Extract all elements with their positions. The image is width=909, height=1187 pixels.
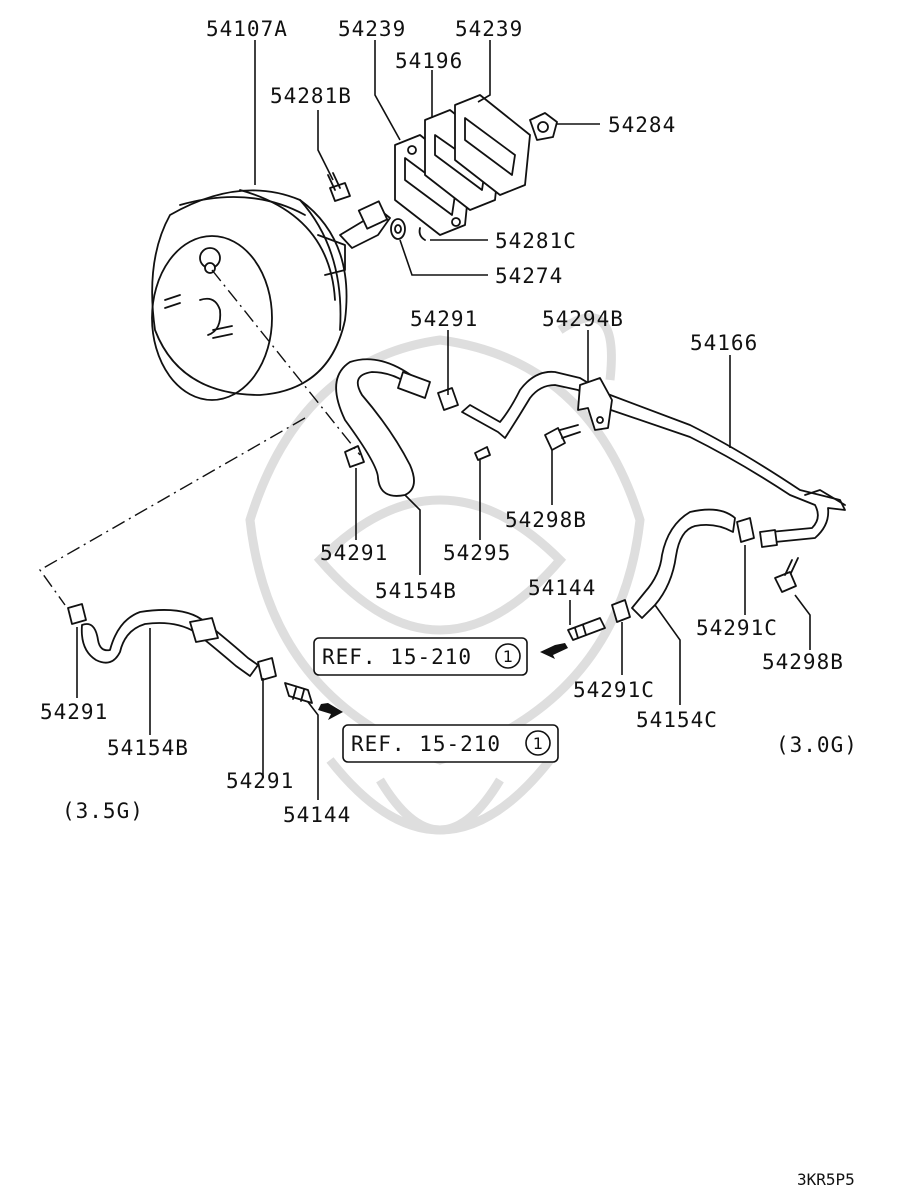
variant-label-right: (3.0G) xyxy=(776,733,858,757)
label-54291-a: 54291 xyxy=(410,307,478,331)
fitting-54144-right xyxy=(567,617,606,641)
label-54298b-a: 54298B xyxy=(505,508,587,532)
leader-lines xyxy=(76,40,811,800)
label-54196: 54196 xyxy=(395,49,463,73)
vacuum-hose-54154b-lower xyxy=(67,603,277,681)
bolt-54281b xyxy=(327,172,351,202)
vacuum-hose-54154b-upper xyxy=(335,358,459,497)
label-54166: 54166 xyxy=(690,331,758,355)
label-54281c: 54281C xyxy=(495,229,577,253)
brake-booster xyxy=(151,189,391,401)
variant-label-left: (3.5G) xyxy=(62,799,144,823)
label-54291c-b: 54291C xyxy=(573,678,655,702)
ref-arrow-left xyxy=(318,703,343,720)
label-54154b-a: 54154B xyxy=(375,579,457,603)
label-54274: 54274 xyxy=(495,264,563,288)
label-54298b-b: 54298B xyxy=(762,650,844,674)
diagram-code: 3KR5P5 xyxy=(797,1170,855,1187)
vacuum-pipe-54166 xyxy=(461,370,846,543)
ref-box-2[interactable]: REF. 15-210 1 xyxy=(342,724,559,763)
bolt-54298b-lower xyxy=(774,557,799,593)
label-54239-b: 54239 xyxy=(455,17,523,41)
connector-54295 xyxy=(474,446,491,461)
fitting-54144-left xyxy=(284,682,313,704)
ref-box-2-text: REF. 15-210 xyxy=(351,732,501,756)
washer-and-clip xyxy=(390,218,426,241)
label-54239-a: 54239 xyxy=(338,17,406,41)
bracket-54294b xyxy=(577,377,613,431)
label-54144-b: 54144 xyxy=(283,803,351,827)
ref-arrow-right xyxy=(540,643,568,659)
label-54294b: 54294B xyxy=(542,307,624,331)
nut-54284 xyxy=(529,112,558,141)
label-54107a: 54107A xyxy=(206,17,288,41)
label-54295: 54295 xyxy=(443,541,511,565)
ref-box-1[interactable]: REF. 15-210 1 xyxy=(313,637,528,676)
connection-line xyxy=(38,417,306,606)
gasket-stack xyxy=(394,94,531,236)
label-54281b: 54281B xyxy=(270,84,352,108)
label-54291-d: 54291 xyxy=(226,769,294,793)
ref-box-2-number: 1 xyxy=(533,734,543,753)
bolt-54298b-upper xyxy=(544,424,581,451)
ref-box-1-number: 1 xyxy=(503,647,513,666)
label-54154c: 54154C xyxy=(636,708,718,732)
connection-line-2 xyxy=(211,269,361,456)
label-54291-c: 54291 xyxy=(40,700,108,724)
label-54284: 54284 xyxy=(608,113,676,137)
hose-54154c xyxy=(611,508,778,623)
label-54291c-a: 54291C xyxy=(696,616,778,640)
label-54291-b: 54291 xyxy=(320,541,388,565)
ref-box-1-text: REF. 15-210 xyxy=(322,645,472,669)
label-54144-a: 54144 xyxy=(528,576,596,600)
label-54154b-b: 54154B xyxy=(107,736,189,760)
